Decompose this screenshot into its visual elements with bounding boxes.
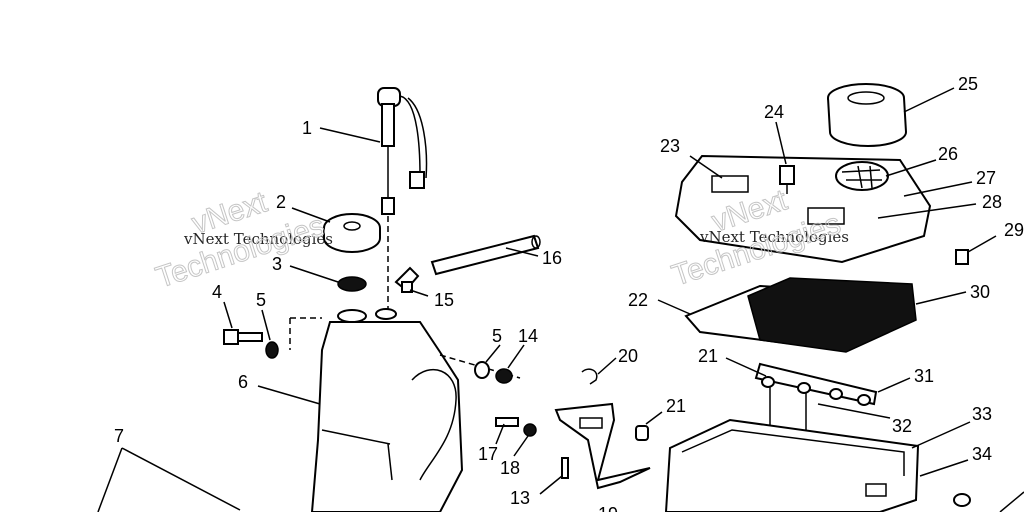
callout-27: 27 xyxy=(976,168,996,188)
callout-33: 33 xyxy=(972,404,992,424)
callout-1: 1 xyxy=(302,118,312,138)
callout-numbers: 1 2 3 4 5 6 7 5 14 15 16 17 18 13 19 20 … xyxy=(114,74,1024,512)
callout-3: 3 xyxy=(272,254,282,274)
callout-28: 28 xyxy=(982,192,1002,212)
drain-fitting-part xyxy=(953,493,971,507)
foam-element-part xyxy=(747,277,917,353)
callout-5-left: 5 xyxy=(256,290,266,310)
callout-31: 31 xyxy=(914,366,934,386)
callout-23: 23 xyxy=(660,136,680,156)
callout-6: 6 xyxy=(238,372,248,392)
callout-4: 4 xyxy=(212,282,222,302)
pin-part xyxy=(561,457,569,479)
bolt-part xyxy=(223,329,263,345)
seal-ring-part xyxy=(337,276,367,292)
watermark-brand: vNext Technologies xyxy=(183,230,333,248)
screw-part xyxy=(779,165,795,194)
callout-5-right: 5 xyxy=(492,326,502,346)
callout-13: 13 xyxy=(510,488,530,508)
callout-21-lower: 21 xyxy=(666,396,686,416)
stud-part xyxy=(495,417,537,437)
foam-filter-part xyxy=(827,83,908,147)
callout-22: 22 xyxy=(628,290,648,310)
fuel-cap-part xyxy=(323,213,381,253)
callout-19: 19 xyxy=(598,504,618,512)
fuel-sender-part xyxy=(377,87,428,215)
watermark-left: vNext vNext Technologies Technologies xyxy=(151,185,333,295)
nut-part xyxy=(495,368,513,384)
manifold-tube-part xyxy=(754,362,878,406)
leader-lines xyxy=(223,87,997,495)
fuel-tank-part xyxy=(310,308,464,512)
callout-2: 2 xyxy=(276,192,286,212)
bracket-part xyxy=(554,402,651,490)
callout-14: 14 xyxy=(518,326,538,346)
callout-17: 17 xyxy=(478,444,498,464)
callout-20: 20 xyxy=(618,346,638,366)
callout-25: 25 xyxy=(958,74,978,94)
washer-part xyxy=(265,341,279,359)
callout-21-upper: 21 xyxy=(698,346,718,366)
clip-part xyxy=(581,368,598,385)
washer-part-right xyxy=(474,361,490,379)
callout-30: 30 xyxy=(970,282,990,302)
callout-24: 24 xyxy=(764,102,784,122)
airbox-base-part xyxy=(664,418,920,512)
airbox-lid-part xyxy=(674,154,932,264)
callout-32: 32 xyxy=(892,416,912,436)
callout-26: 26 xyxy=(938,144,958,164)
callout-16: 16 xyxy=(542,248,562,268)
clip-part-29 xyxy=(955,249,969,265)
callout-7: 7 xyxy=(114,426,124,446)
callout-15: 15 xyxy=(434,290,454,310)
callout-18: 18 xyxy=(500,458,520,478)
hose-part xyxy=(430,234,541,276)
callout-29: 29 xyxy=(1004,220,1024,240)
callout-34: 34 xyxy=(972,444,992,464)
grommet-part xyxy=(635,425,649,441)
elbow-fitting-part xyxy=(394,266,420,293)
watermark-brand-right: vNext Technologies xyxy=(699,228,849,246)
